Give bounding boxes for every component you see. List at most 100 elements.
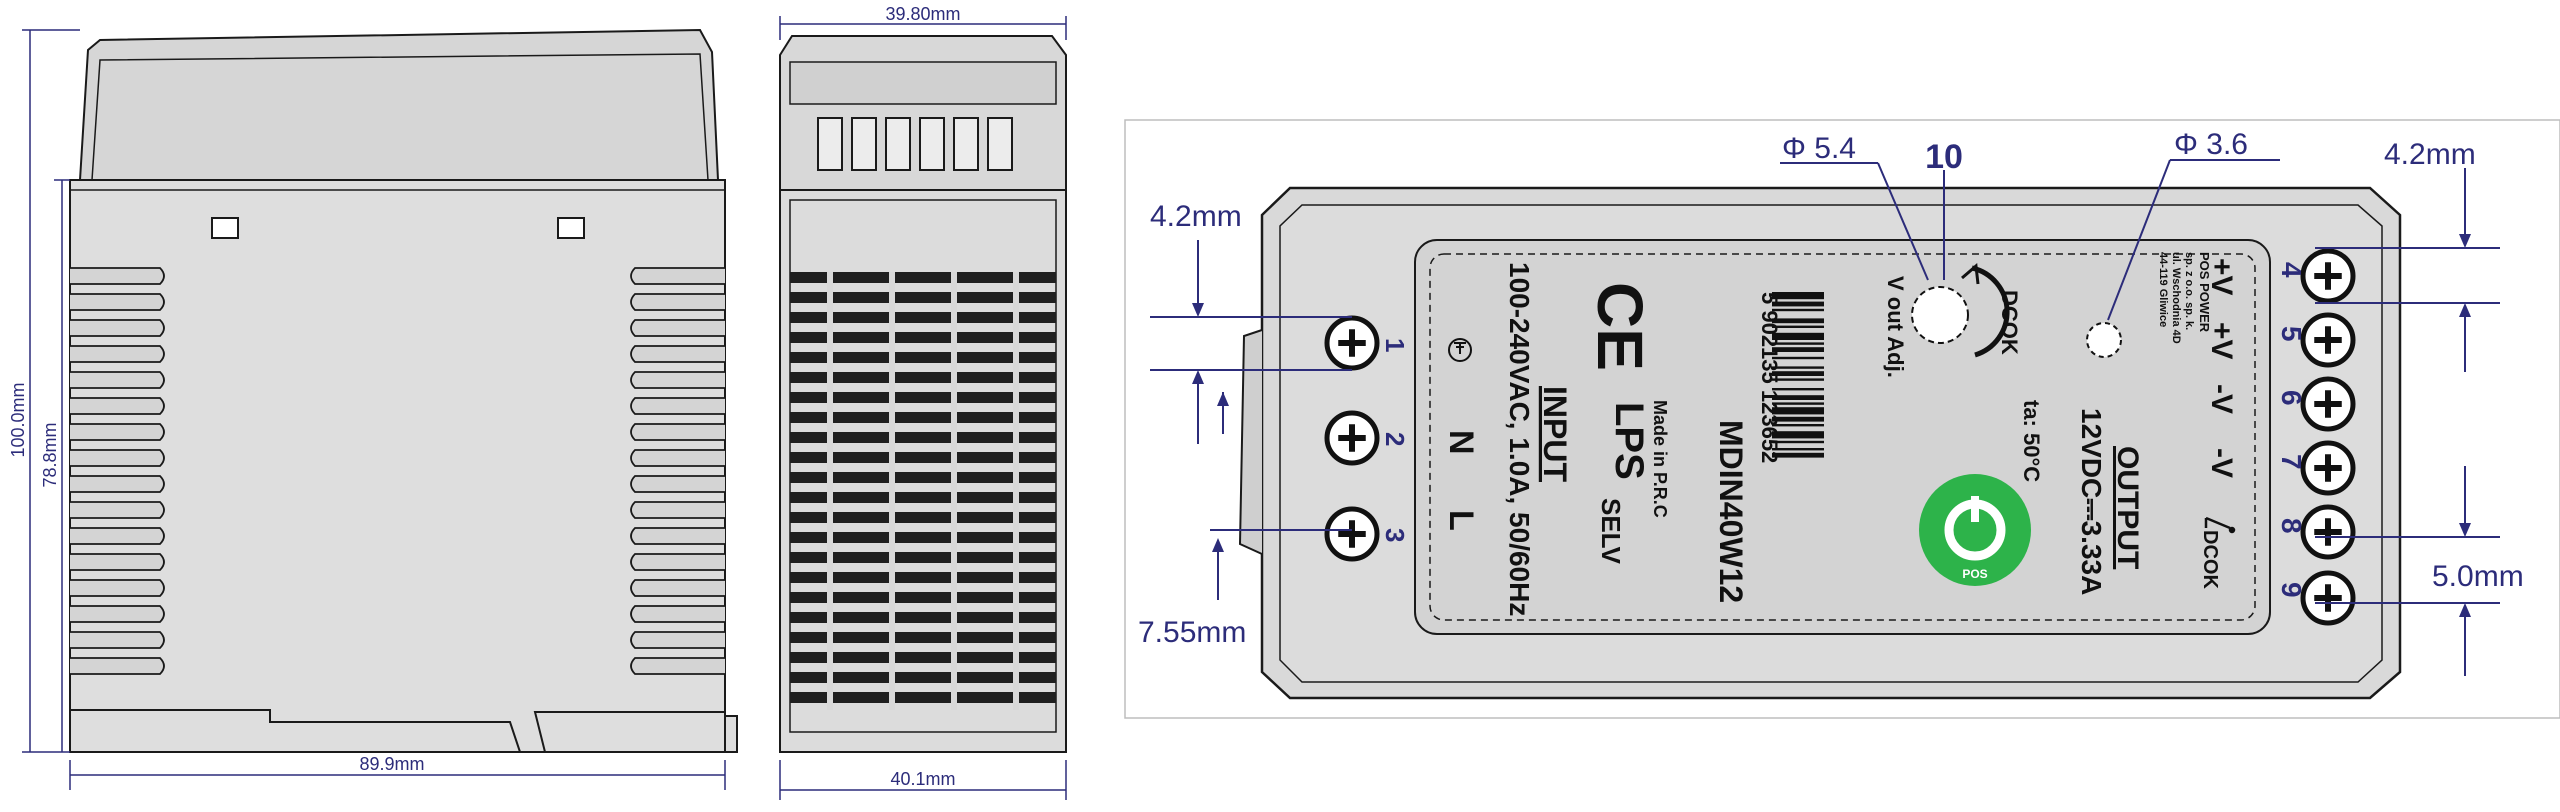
side-fin-left <box>70 371 165 389</box>
label-company-4: 44-119 Gliwice <box>2157 252 2169 327</box>
front-vent <box>790 632 1056 643</box>
side-fin-right <box>630 553 725 571</box>
front-width-bottom-label: 40.1mm <box>890 769 955 789</box>
label-output-title: OUTPUT <box>2111 446 2144 569</box>
side-fin-right <box>630 371 725 389</box>
dcok-switch-icon <box>2204 516 2236 534</box>
side-window-left <box>211 217 239 239</box>
side-dimensions <box>22 29 726 790</box>
side-fin-right <box>630 579 725 597</box>
side-fins-left <box>70 267 165 675</box>
front-vent <box>790 572 1056 583</box>
vout-adj-potentiometer <box>1911 286 1969 344</box>
side-fin-left <box>70 423 165 441</box>
barcode-bar <box>1772 452 1824 458</box>
top-dimension-lines <box>1150 159 2500 676</box>
barcode-bar <box>1772 347 1824 352</box>
side-fin-right <box>630 657 725 675</box>
front-width-top-label: 39.80mm <box>885 4 960 24</box>
side-top-cap <box>78 28 720 181</box>
barcode-bar <box>1772 448 1824 451</box>
side-body <box>69 179 726 753</box>
side-fin-right <box>630 397 725 415</box>
side-fin-left <box>70 631 165 649</box>
output-terminal-num-9: 9 <box>2276 582 2307 598</box>
label-company-2: sp. z o.o. sp. k. <box>2183 252 2195 330</box>
barcode-bar <box>1772 416 1824 422</box>
pos-logo: POS <box>1919 474 2031 586</box>
label-dcok-led: DCOK <box>1997 290 2022 355</box>
front-vent <box>790 392 1056 403</box>
output-terminal-num-8: 8 <box>2276 518 2307 534</box>
side-fin-left <box>70 475 165 493</box>
label-ta: ta: 50°C <box>2019 400 2044 482</box>
side-fin-right <box>630 293 725 311</box>
dim-hole-large: Φ 5.4 <box>1782 132 1856 165</box>
front-vent <box>790 512 1056 523</box>
barcode-bar <box>1772 371 1824 376</box>
front-slot <box>817 117 843 171</box>
front-slot <box>885 117 911 171</box>
side-fins-right <box>630 267 725 675</box>
front-vent <box>790 272 1056 283</box>
front-vent <box>790 472 1056 483</box>
side-fin-left <box>70 293 165 311</box>
side-fin-left <box>70 579 165 597</box>
label-selv: SELV <box>1596 498 1626 565</box>
front-slot <box>919 117 945 171</box>
barcode-bar <box>1772 366 1824 369</box>
dim-right-pitch: 4.2mm <box>2384 138 2476 171</box>
barcode-bar <box>1772 292 1824 300</box>
front-slot <box>851 117 877 171</box>
side-fin-left <box>70 501 165 519</box>
front-vent <box>790 532 1056 543</box>
side-fin-right <box>630 475 725 493</box>
label-area <box>1414 239 2271 635</box>
output-name-6: -V <box>2205 384 2238 414</box>
front-dimensions <box>779 16 1067 800</box>
side-view <box>69 28 738 753</box>
front-slot <box>953 117 979 171</box>
side-fin-left <box>70 527 165 545</box>
top-side-tab <box>1238 329 1263 555</box>
side-height-body-label: 78.8mm <box>40 422 60 487</box>
output-name-4: +V <box>2205 258 2238 296</box>
side-fin-right <box>630 423 725 441</box>
label-input-l: L <box>1442 510 1480 531</box>
label-vout-adj: V out Adj. <box>1883 276 1908 378</box>
label-input-n: N <box>1442 430 1480 455</box>
side-fin-right <box>630 527 725 545</box>
side-fin-right <box>630 319 725 337</box>
barcode-bar <box>1772 318 1824 324</box>
side-fin-right <box>630 267 725 285</box>
front-vent <box>790 672 1056 683</box>
label-input-title: INPUT <box>1537 386 1573 482</box>
front-vent <box>790 332 1056 343</box>
output-terminal-num-6: 6 <box>2276 390 2307 406</box>
side-fin-right <box>630 605 725 623</box>
front-vents <box>790 272 1056 710</box>
ground-symbol-label <box>1448 338 1472 362</box>
dim-left-offset: 7.55mm <box>1138 616 1246 649</box>
top-dimension-arrows <box>1192 234 2471 617</box>
front-slot <box>987 117 1013 171</box>
front-view <box>779 35 1067 753</box>
side-din-clip <box>70 709 725 753</box>
side-fin-right <box>630 631 725 649</box>
side-fin-left <box>70 657 165 675</box>
label-company-1: POS POWER <box>2197 252 2212 333</box>
barcode-bar <box>1772 308 1824 312</box>
barcode-bar <box>1772 342 1824 345</box>
front-vent <box>790 352 1056 363</box>
side-fin-left <box>70 553 165 571</box>
barcode-bar <box>1772 395 1824 400</box>
output-terminal-num-7: 7 <box>2276 454 2307 470</box>
label-company-3: ul. Wschodnia 4D <box>2170 252 2182 344</box>
barcode-bar <box>1772 378 1824 381</box>
label-ce-mark: CE <box>1584 282 1656 371</box>
barcode-bar <box>1772 301 1824 307</box>
barcode-bar <box>1772 407 1824 415</box>
side-width-label: 89.9mm <box>359 754 424 774</box>
front-vent <box>790 592 1056 603</box>
